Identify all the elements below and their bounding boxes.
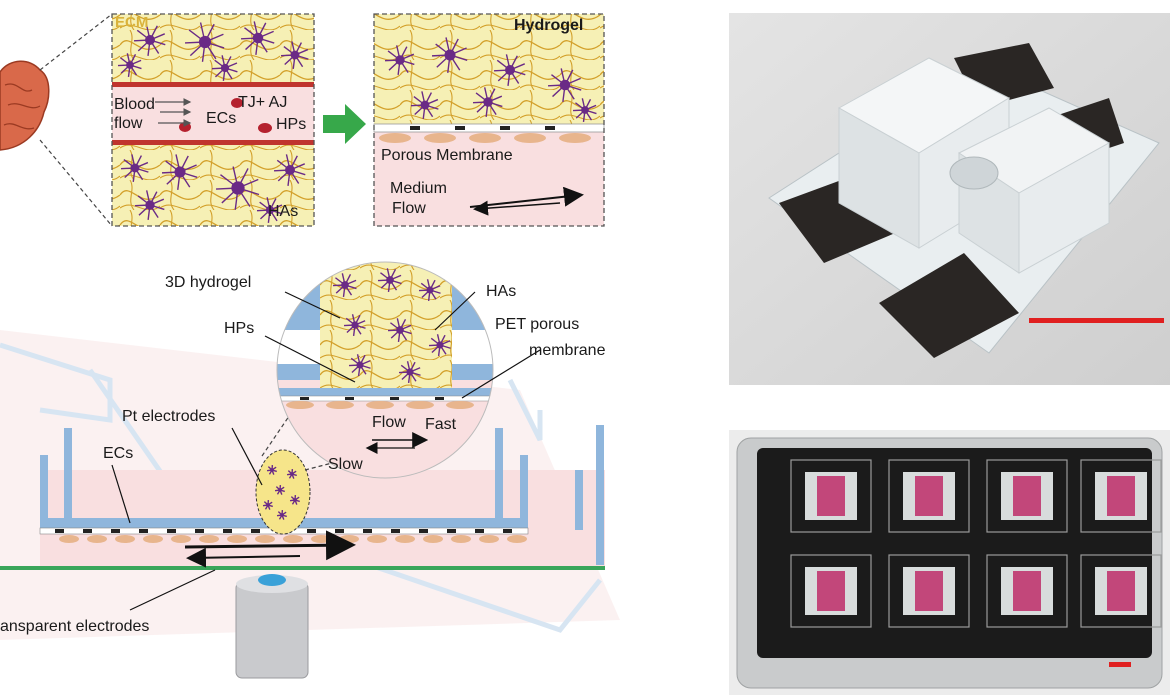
tj-aj-label: TJ+ AJ: [238, 94, 288, 111]
has-label: HAs: [268, 203, 299, 220]
slow-label: Slow: [328, 456, 363, 473]
ecm-label: ECM: [115, 14, 149, 31]
single-chip-photo: [729, 13, 1170, 385]
fast-label: Fast: [425, 416, 457, 433]
medium-label: Medium: [390, 180, 447, 197]
brain-icon: [0, 60, 50, 151]
transparent-electrodes-label: ansparent electrodes: [0, 618, 150, 635]
pt-electrodes-label: Pt electrodes: [122, 408, 216, 425]
pet-membrane-label-1: PET porous: [495, 316, 580, 333]
medium-flow-label: Flow: [392, 200, 426, 217]
hydrogel-label: Hydrogel: [514, 17, 584, 34]
chip-cross-section: [0, 399, 605, 679]
blood-label: Blood: [114, 96, 155, 113]
main-has-label: HAs: [486, 283, 517, 300]
multi-chip-plate-photo: [729, 430, 1170, 695]
circle-flow-label: Flow: [372, 414, 406, 431]
main-ecs-label: ECs: [103, 445, 134, 462]
schematic-diagram: [0, 13, 620, 679]
hydrogel-3d-label: 3D hydrogel: [165, 274, 252, 291]
ecs-label: ECs: [206, 110, 237, 127]
pet-membrane-label-2: membrane: [529, 342, 606, 359]
main-hps-label: HPs: [224, 320, 255, 337]
flow-label: flow: [114, 115, 143, 132]
porous-membrane-label: Porous Membrane: [381, 147, 513, 164]
hps-label: HPs: [276, 116, 307, 133]
in-vivo-bbb-inset: [111, 13, 315, 227]
magnified-circle: [277, 262, 493, 478]
green-arrow-icon: [323, 104, 366, 144]
